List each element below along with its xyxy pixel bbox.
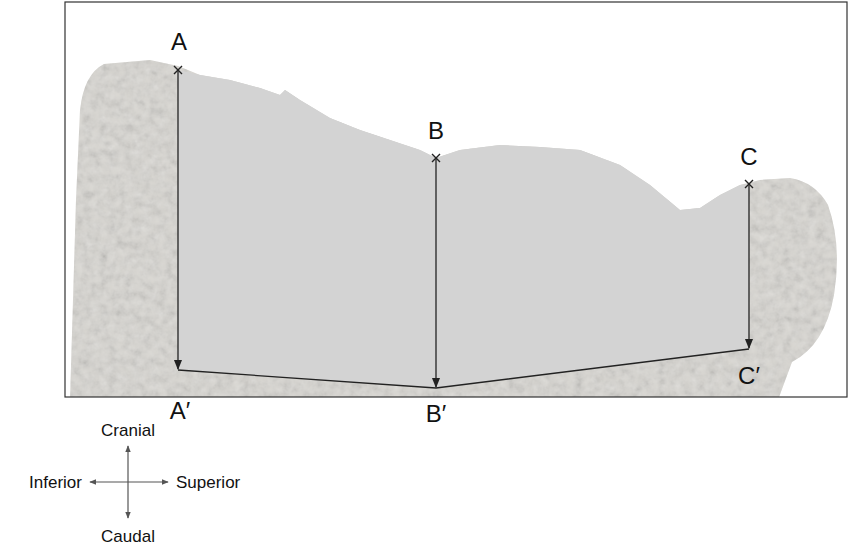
orientation-compass: [90, 446, 168, 518]
point-marker: [745, 180, 753, 188]
point-label: A: [171, 30, 187, 54]
point-label: A′: [170, 399, 191, 423]
height-arrows: [178, 70, 749, 388]
point-marker: [432, 154, 440, 162]
point-label: B′: [426, 402, 447, 426]
bone-surface: [70, 60, 837, 397]
height-arrow: [435, 158, 436, 387]
measured-area: [178, 70, 749, 388]
point-marker: [174, 66, 182, 74]
point-markers: [174, 66, 753, 188]
direction-label: Superior: [176, 474, 240, 491]
point-label: C′: [738, 364, 760, 388]
point-label: C: [740, 145, 757, 169]
bone: [70, 60, 837, 397]
bone-texture: [70, 60, 837, 397]
image-frame: [65, 2, 847, 397]
point-label: B: [428, 119, 444, 143]
height-arrow: [177, 70, 178, 369]
height-arrow: [748, 184, 749, 348]
compass-arrow: [90, 481, 168, 482]
direction-label: Inferior: [29, 474, 82, 491]
direction-label: Caudal: [101, 528, 155, 545]
base-line: [178, 349, 749, 388]
direction-label: Cranial: [101, 422, 155, 439]
